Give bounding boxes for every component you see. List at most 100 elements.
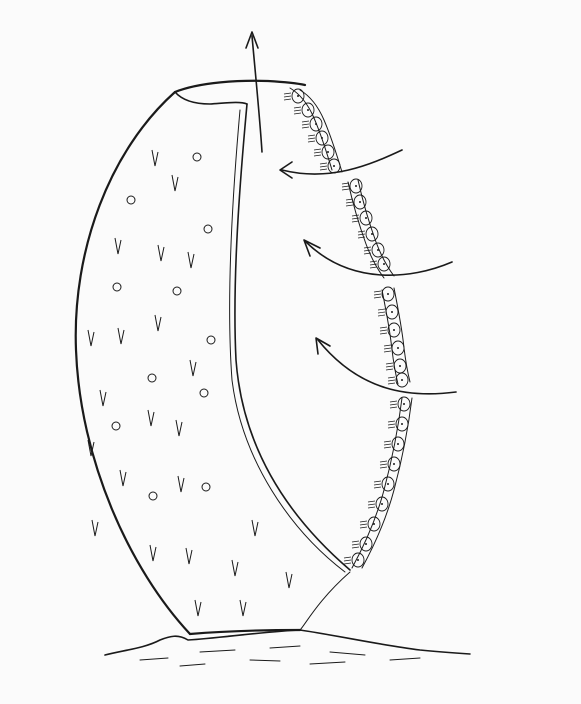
pore-icon: [149, 492, 157, 500]
spicule-mark: [118, 328, 124, 344]
cell-nucleus: [401, 379, 403, 381]
flagellum-mark: [284, 93, 291, 94]
flagellum-mark: [386, 366, 393, 367]
flagellum-mark: [360, 521, 367, 522]
flagellum-mark: [384, 351, 391, 352]
flagellum-mark: [308, 141, 315, 142]
flagellum-mark: [314, 149, 321, 150]
flagellum-mark: [308, 138, 315, 139]
flagellum-mark: [320, 169, 327, 170]
spicule-mark: [232, 560, 238, 576]
flagellum-mark: [380, 461, 387, 462]
flagellum-mark: [314, 155, 321, 156]
spicule-mark: [155, 315, 161, 331]
flagellum-mark: [386, 363, 393, 364]
flagellum-mark: [380, 330, 387, 331]
choanocyte-chamber-lower: [382, 288, 410, 384]
spicule-marks: [88, 150, 292, 616]
flagellum-mark: [374, 297, 381, 298]
inflow-arrow-lower: [316, 338, 456, 394]
pore-icon: [112, 422, 120, 430]
cell-nucleus: [397, 347, 399, 349]
flagellum-mark: [378, 315, 385, 316]
cell-nucleus: [397, 443, 399, 445]
cell-nucleus: [399, 365, 401, 367]
flagellum-mark: [386, 369, 393, 370]
cell-nucleus: [377, 249, 379, 251]
flagellum-mark: [390, 401, 397, 402]
cell-nucleus: [359, 201, 361, 203]
flagellum-mark: [302, 127, 309, 128]
flagellum-mark: [370, 267, 377, 268]
flagellum-mark: [384, 348, 391, 349]
cell-nucleus: [333, 165, 335, 167]
flagellum-mark: [314, 152, 321, 153]
flagellum-mark: [388, 427, 395, 428]
spicule-mark: [150, 545, 156, 561]
flagella-lining: [284, 93, 397, 564]
flagellum-mark: [342, 186, 349, 187]
spicule-mark: [88, 330, 94, 346]
flagellum-mark: [374, 487, 381, 488]
flagellum-mark: [380, 333, 387, 334]
pore-icon: [200, 389, 208, 397]
flagellum-mark: [284, 96, 291, 97]
flagellum-mark: [352, 221, 359, 222]
flagellum-mark: [364, 250, 371, 251]
cell-nucleus: [383, 263, 385, 265]
flagellum-mark: [368, 501, 375, 502]
flagellum-mark: [346, 202, 353, 203]
cell-nucleus: [321, 137, 323, 139]
spicule-mark: [120, 470, 126, 486]
flagellum-mark: [390, 404, 397, 405]
flagellum-mark: [370, 261, 377, 262]
cell-nucleus: [307, 109, 309, 111]
flagellum-mark: [346, 205, 353, 206]
spicule-mark: [240, 600, 246, 616]
flagellum-mark: [352, 541, 359, 542]
spicule-mark: [100, 390, 106, 406]
flagellum-mark: [294, 110, 301, 111]
inflow-arrow-upper: [280, 150, 402, 178]
flagellum-mark: [358, 234, 365, 235]
flagellum-mark: [380, 327, 387, 328]
flagellum-mark: [320, 166, 327, 167]
pore-icon: [148, 374, 156, 382]
spicule-mark: [176, 420, 182, 436]
flagellum-mark: [308, 135, 315, 136]
flagellum-mark: [352, 215, 359, 216]
flagellum-mark: [380, 464, 387, 465]
cell-nucleus: [387, 483, 389, 485]
flagellum-mark: [390, 407, 397, 408]
cell-nucleus: [381, 503, 383, 505]
spicule-mark: [195, 600, 201, 616]
spicule-mark: [178, 476, 184, 492]
outer-body-wall: [76, 81, 305, 634]
flagellum-mark: [302, 124, 309, 125]
flagellum-mark: [388, 424, 395, 425]
cavity-shading: [300, 572, 350, 630]
spicule-mark: [158, 245, 164, 261]
cell-nucleus: [393, 329, 395, 331]
cell-nucleus: [365, 543, 367, 545]
flagellum-mark: [360, 524, 367, 525]
spicule-mark: [148, 410, 154, 426]
flagellum-mark: [384, 441, 391, 442]
spicule-mark: [152, 150, 158, 166]
flagellum-mark: [388, 421, 395, 422]
flagellum-mark: [320, 163, 327, 164]
cell-nucleus: [365, 217, 367, 219]
flagellum-mark: [342, 189, 349, 190]
flagellum-mark: [352, 544, 359, 545]
flagellum-mark: [302, 121, 309, 122]
pore-icon: [204, 225, 212, 233]
pore-icon: [207, 336, 215, 344]
pore-icon: [193, 153, 201, 161]
spicule-mark: [286, 572, 292, 588]
cell-nucleus: [391, 311, 393, 313]
atrial-wall: [230, 104, 350, 572]
cell-nucleus: [403, 403, 405, 405]
flagellum-mark: [358, 231, 365, 232]
